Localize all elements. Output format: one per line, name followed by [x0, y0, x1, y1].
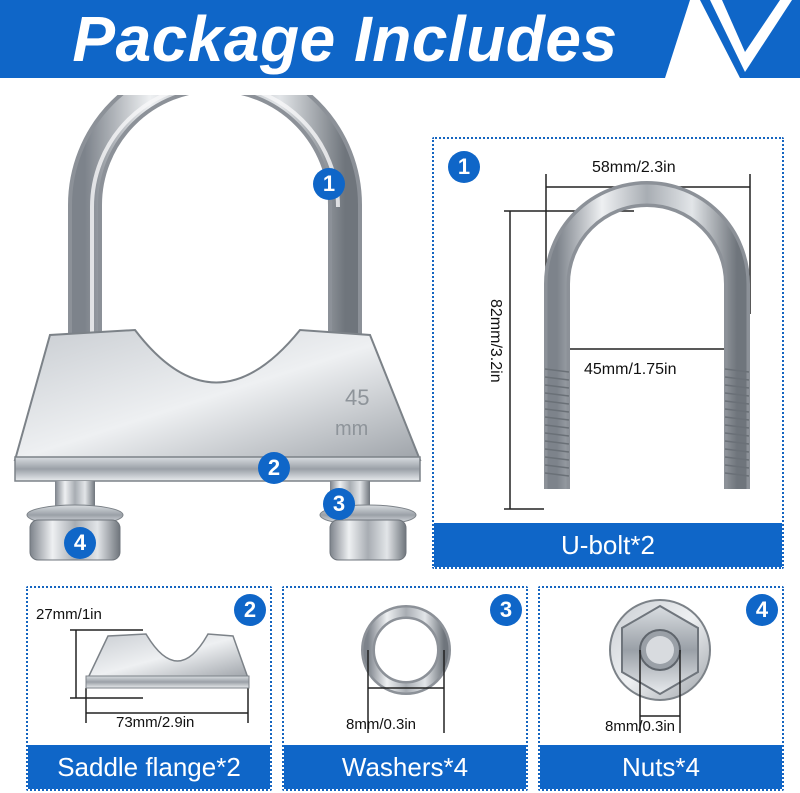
- main-product-image: 45 mm 1 2 3 4: [0, 58, 430, 575]
- saddle-width: 73mm/2.9in: [116, 714, 195, 731]
- washer-illustration: [361, 605, 451, 733]
- panel-label-u-bolt: U-bolt*2: [434, 523, 782, 567]
- page-title: Package Includes: [72, 3, 618, 75]
- panel-badge-1: 1: [448, 151, 480, 183]
- panel-label-saddle-flange: Saddle flange*2: [28, 745, 270, 789]
- callout-badge-3: 3: [323, 488, 355, 520]
- nut-illustration: [609, 599, 711, 733]
- u-bolt-inner-width: 45mm/1.75in: [584, 361, 677, 378]
- u-bolt-height: 82mm/3.2in: [487, 299, 504, 383]
- saddle-flange-illustration: [70, 629, 250, 723]
- callout-badge-2: 2: [258, 452, 290, 484]
- callout-badge-4: 4: [64, 527, 96, 559]
- header-banner: Package Includes: [0, 0, 800, 78]
- panel-badge-3: 3: [490, 594, 522, 626]
- panel-badge-4: 4: [746, 594, 778, 626]
- u-bolt-illustration: [504, 174, 751, 510]
- stamp-number: 45: [345, 385, 369, 410]
- panel-washers: 3 8mm/0.3in Washers*4: [282, 586, 528, 791]
- panel-saddle-flange: 2 27mm/1in 73mm/2.9in Saddle flange*2: [26, 586, 272, 791]
- panel-label-nuts: Nuts*4: [540, 745, 782, 789]
- panel-nuts: 4 8mm/0.3in Nuts*4: [538, 586, 784, 791]
- saddle-height: 27mm/1in: [36, 606, 102, 623]
- panel-label-washers: Washers*4: [284, 745, 526, 789]
- panel-badge-2: 2: [234, 594, 266, 626]
- stamp-unit: mm: [335, 418, 368, 440]
- assembled-clamp-illustration: 45 mm: [13, 58, 422, 561]
- callout-badge-1: 1: [313, 168, 345, 200]
- panel-u-bolt: 1 58mm/2.3in: [432, 137, 784, 569]
- washer-size: 8mm/0.3in: [346, 716, 417, 733]
- nut-size: 8mm/0.3in: [605, 718, 676, 735]
- u-bolt-outer-width: 58mm/2.3in: [592, 159, 676, 176]
- banner-shape: [0, 0, 800, 78]
